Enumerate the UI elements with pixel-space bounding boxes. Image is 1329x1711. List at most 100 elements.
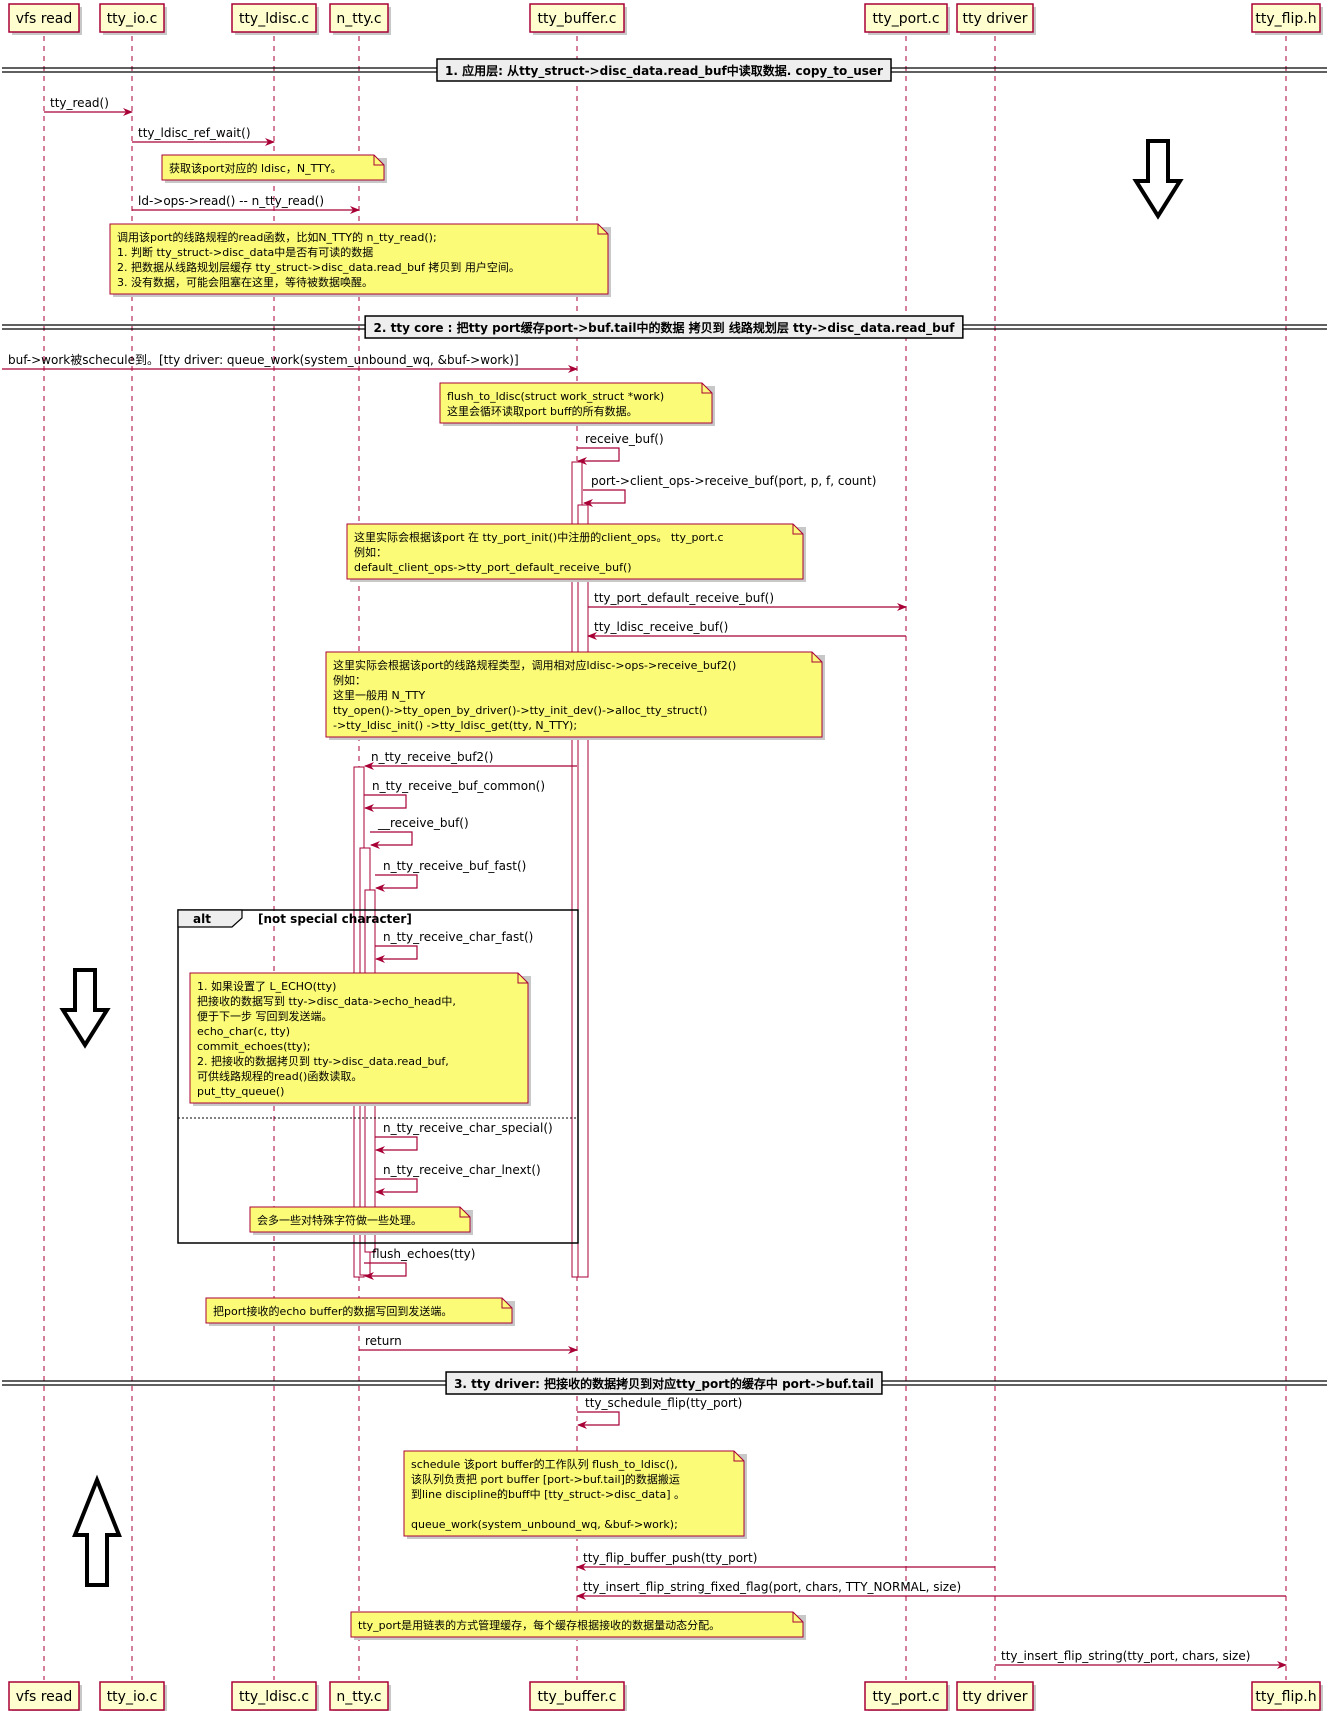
note-fold xyxy=(517,973,528,984)
participant-box-driver-top xyxy=(956,3,1034,33)
note-line: 便于下一步 写回到发送端。 xyxy=(197,1009,333,1023)
participant-label-ttyio-bottom: tty_io.c xyxy=(107,1689,158,1705)
participant-box-driver-bottom xyxy=(956,1681,1034,1711)
note-line: 这里会循环读取port buff的所有数据。 xyxy=(447,404,638,418)
participant-box-ldisc-top xyxy=(231,3,317,33)
note-box xyxy=(439,382,713,424)
note-box xyxy=(249,1206,471,1233)
self-message-arrow xyxy=(375,1178,418,1196)
note-box xyxy=(161,154,385,181)
note-line: 可供线路规程的read()函数读取。 xyxy=(197,1069,362,1083)
note-line: 1. 如果设置了 L_ECHO(tty) xyxy=(197,979,336,993)
message-label: return xyxy=(365,1334,402,1348)
note-line: 这里实际会根据该port的线路规程类型，调用相对应ldisc->ops->rec… xyxy=(333,658,736,672)
participant-box-buffer-bottom xyxy=(529,1681,625,1711)
note-line: 例如： xyxy=(333,673,366,687)
note-box xyxy=(346,523,804,580)
note-line: tty_open()->tty_open_by_driver()->tty_in… xyxy=(333,704,707,717)
note-line: 会多一些对特殊字符做一些处理。 xyxy=(257,1213,422,1227)
note-box xyxy=(350,1611,804,1638)
divider-box xyxy=(445,1371,883,1395)
note-box xyxy=(189,972,529,1104)
note-fold xyxy=(733,1451,744,1462)
message-label: n_tty_receive_buf2() xyxy=(371,750,493,764)
message-label: receive_buf() xyxy=(585,432,664,446)
note-fold xyxy=(597,224,608,235)
divider-label: 2. tty core : 把tty port缓存port->buf.tail中… xyxy=(374,320,956,336)
message-label: tty_ldisc_receive_buf() xyxy=(594,620,728,634)
message-label: tty_insert_flip_string_fixed_flag(port, … xyxy=(583,1580,961,1594)
note-line: tty_port是用链表的方式管理缓存，每个缓存根据接收的数据量动态分配。 xyxy=(358,1618,720,1632)
note-box xyxy=(403,1450,745,1537)
participant-box-port-bottom xyxy=(864,1681,948,1711)
note-fold xyxy=(811,652,822,663)
alt-tab xyxy=(177,909,243,928)
participant-label-ntty-top: n_tty.c xyxy=(336,11,381,27)
message-label: tty_port_default_receive_buf() xyxy=(594,591,774,605)
note-line: 调用该port的线路规程的read函数，比如N_TTY的 n_tty_read(… xyxy=(117,230,437,244)
message-label: __receive_buf() xyxy=(377,816,469,830)
alt-condition: [not special character] xyxy=(258,912,412,926)
note-line: default_client_ops->tty_port_default_rec… xyxy=(354,561,632,574)
alt-fragment xyxy=(177,909,579,1244)
note-line: ->tty_ldisc_init() ->tty_ldisc_get(tty, … xyxy=(333,719,577,732)
participant-label-vfs-top: vfs read xyxy=(16,11,73,27)
participant-box-ttyio-bottom xyxy=(99,1681,165,1711)
participant-label-ldisc-top: tty_ldisc.c xyxy=(239,11,309,27)
message-label: tty_flip_buffer_push(tty_port) xyxy=(583,1551,757,1565)
note-line: 该队列负责把 port buffer [port->buf.tail]的数据搬运 xyxy=(411,1472,680,1486)
note-line: 例如： xyxy=(354,545,387,559)
message-label: tty_insert_flip_string(tty_port, chars, … xyxy=(1001,1649,1250,1663)
self-message-arrow xyxy=(375,1136,418,1154)
down-arrow-icon xyxy=(1132,139,1184,220)
note-box xyxy=(325,651,823,738)
message-label: flush_echoes(tty) xyxy=(372,1247,475,1261)
self-message-arrow xyxy=(375,874,418,892)
note-box xyxy=(205,1297,513,1324)
note-line: 这里实际会根据该port 在 tty_port_init()中注册的client… xyxy=(354,530,724,544)
participant-label-flip-bottom: tty_flip.h xyxy=(1255,1689,1316,1705)
self-message-arrow xyxy=(583,489,626,507)
participant-label-ttyio-top: tty_io.c xyxy=(107,11,158,27)
participant-label-port-top: tty_port.c xyxy=(872,11,939,27)
message-label: tty_schedule_flip(tty_port) xyxy=(585,1396,742,1410)
message-label: n_tty_receive_char_lnext() xyxy=(383,1163,541,1177)
message-label: ld->ops->read() -- n_tty_read() xyxy=(138,194,324,208)
note-line: 把接收的数据写到 tty->disc_data->echo_head中, xyxy=(197,994,456,1008)
note-line: schedule 该port buffer的工作队列 flush_to_ldis… xyxy=(411,1457,678,1471)
up-arrow-icon xyxy=(72,1474,122,1587)
note-line: commit_echoes(tty); xyxy=(197,1040,311,1053)
participant-box-ntty-top xyxy=(329,3,389,33)
message-label: n_tty_receive_char_special() xyxy=(383,1121,553,1135)
message-label: tty_ldisc_ref_wait() xyxy=(138,126,251,140)
participant-label-flip-top: tty_flip.h xyxy=(1255,11,1316,27)
participant-box-vfs-top xyxy=(8,3,80,33)
note-line: echo_char(c, tty) xyxy=(197,1025,290,1038)
self-message-arrow xyxy=(577,1411,620,1429)
note-line: 这里一般用 N_TTY xyxy=(333,688,425,702)
participant-box-ntty-bottom xyxy=(329,1681,389,1711)
divider-label: 3. tty driver: 把接收的数据拷贝到对应tty_port的缓存中 p… xyxy=(454,1376,874,1392)
participant-box-flip-bottom xyxy=(1251,1681,1321,1711)
participant-label-ntty-bottom: n_tty.c xyxy=(336,1689,381,1705)
note-line: 把port接收的echo buffer的数据写回到发送端。 xyxy=(213,1304,452,1318)
participant-label-buffer-bottom: tty_buffer.c xyxy=(538,1689,617,1705)
participant-label-driver-top: tty driver xyxy=(963,11,1028,27)
note-line: 获取该port对应的 ldisc，N_TTY。 xyxy=(169,161,342,175)
self-message-arrow xyxy=(364,1262,407,1280)
participant-label-ldisc-bottom: tty_ldisc.c xyxy=(239,1689,309,1705)
self-message-arrow xyxy=(577,447,620,465)
note-fold xyxy=(501,1298,512,1309)
note-line: put_tty_queue() xyxy=(197,1085,284,1098)
note-box xyxy=(109,223,609,295)
participant-box-buffer-top xyxy=(529,3,625,33)
message-label: port->client_ops->receive_buf(port, p, f… xyxy=(591,474,876,488)
participant-box-ldisc-bottom xyxy=(231,1681,317,1711)
self-message-arrow xyxy=(370,831,413,849)
note-line: queue_work(system_unbound_wq, &buf->work… xyxy=(411,1518,678,1531)
participant-label-driver-bottom: tty driver xyxy=(963,1689,1028,1705)
note-fold xyxy=(373,155,384,166)
participant-label-buffer-top: tty_buffer.c xyxy=(538,11,617,27)
activation-bar xyxy=(577,504,589,1278)
